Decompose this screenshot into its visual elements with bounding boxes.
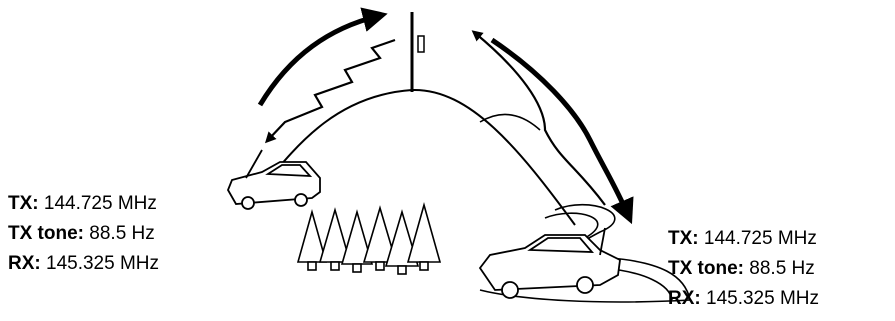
tx-tone-label: TX tone: xyxy=(668,258,744,279)
tx-row: TX: 144.725 MHz xyxy=(8,189,159,219)
rx-row: RX: 145.325 MHz xyxy=(8,249,159,279)
tx-tone-value: 88.5 Hz xyxy=(749,258,814,279)
tx-row: TX: 144.725 MHz xyxy=(668,224,819,254)
tone-row: TX tone: 88.5 Hz xyxy=(8,219,159,249)
station-settings-right: TX: 144.725 MHz TX tone: 88.5 Hz RX: 145… xyxy=(668,224,819,314)
rx-label: RX: xyxy=(8,253,41,274)
rx-frequency: 145.325 MHz xyxy=(46,253,159,274)
rx-frequency: 145.325 MHz xyxy=(706,288,819,309)
rx-label: RX: xyxy=(668,288,701,309)
tx-frequency: 144.725 MHz xyxy=(704,228,817,249)
station-settings-left: TX: 144.725 MHz TX tone: 88.5 Hz RX: 145… xyxy=(8,189,159,279)
tx-label: TX: xyxy=(8,193,39,214)
rx-row: RX: 145.325 MHz xyxy=(668,284,819,314)
car-icon xyxy=(480,228,620,298)
tree-icon xyxy=(298,205,440,274)
tx-label: TX: xyxy=(668,228,699,249)
tx-frequency: 144.725 MHz xyxy=(44,193,157,214)
tx-tone-value: 88.5 Hz xyxy=(89,223,154,244)
tone-row: TX tone: 88.5 Hz xyxy=(668,254,819,284)
repeater-tower-icon xyxy=(412,12,424,92)
tx-tone-label: TX tone: xyxy=(8,223,84,244)
mountain-icon xyxy=(262,90,575,225)
